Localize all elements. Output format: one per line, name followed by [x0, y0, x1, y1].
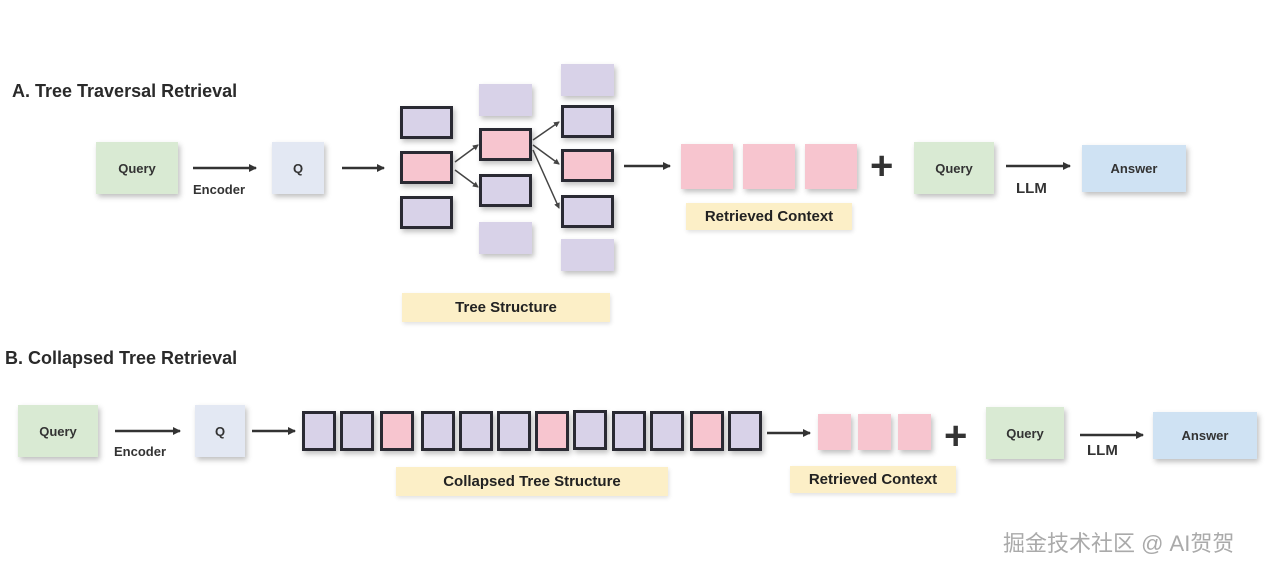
tree-node [400, 196, 453, 229]
retrieved-chunk [805, 144, 857, 189]
tree-node [561, 105, 614, 138]
collapsed-node [302, 411, 336, 451]
plus-icon-b: + [944, 414, 968, 458]
retrieved-chunk [681, 144, 733, 189]
collapsed-node-retrieved [535, 411, 569, 451]
retrieved-context-text-b: Retrieved Context [808, 471, 938, 488]
encoder-label-a: Encoder [193, 182, 246, 197]
answer-box-b: Answer [1153, 412, 1257, 459]
query-label-a2: Query [935, 160, 973, 176]
retrieved-context-text-a: Retrieved Context [704, 208, 834, 225]
retrieved-context-label-a: Retrieved Context [686, 203, 852, 230]
branch-arrow-icon [454, 144, 479, 163]
query-box-a: Query [96, 142, 178, 194]
q-label-b: Q [214, 423, 226, 439]
answer-label-b: Answer [1181, 428, 1229, 443]
collapsed-tree-text: Collapsed Tree Structure [443, 473, 621, 490]
tree-node [479, 222, 532, 254]
collapsed-node [612, 411, 646, 451]
tree-node-retrieved [400, 151, 453, 184]
collapsed-node [573, 410, 607, 450]
answer-box-a: Answer [1082, 145, 1186, 192]
collapsed-node [340, 411, 374, 451]
tree-structure-label: Tree Structure [402, 293, 610, 322]
collapsed-tree-label: Collapsed Tree Structure [396, 467, 668, 496]
query-box-b: Query [18, 405, 98, 457]
tree-node [400, 106, 453, 139]
branch-arrow-icon [532, 149, 560, 209]
tree-node [561, 64, 614, 96]
branch-arrow-icon [532, 121, 560, 141]
tree-structure-text: Tree Structure [455, 299, 557, 316]
branch-arrow-icon [454, 169, 479, 188]
collapsed-node-retrieved [690, 411, 724, 451]
plus-icon: + [870, 144, 894, 188]
q-box-a: Q [272, 142, 324, 194]
q-box-b: Q [195, 405, 245, 457]
retrieved-context-label-b: Retrieved Context [790, 466, 956, 493]
collapsed-node [728, 411, 762, 451]
encoder-label-b: Encoder [114, 444, 167, 459]
tree-node-retrieved [479, 128, 532, 161]
branch-arrow-icon [532, 144, 560, 165]
collapsed-node [650, 411, 684, 451]
collapsed-node-retrieved [380, 411, 414, 451]
retrieved-chunk-b [818, 414, 851, 450]
query-box-a2: Query [914, 142, 994, 194]
query-label-b: Query [39, 423, 77, 439]
retrieved-chunk [743, 144, 795, 189]
q-label-a: Q [292, 160, 304, 176]
query-label-b2: Query [1006, 425, 1044, 441]
section-a-title: A. Tree Traversal Retrieval [12, 81, 238, 101]
collapsed-node [459, 411, 493, 451]
collapsed-node [421, 411, 455, 451]
collapsed-node [497, 411, 531, 451]
query-label-a: Query [118, 160, 156, 176]
query-box-b2: Query [986, 407, 1064, 459]
retrieved-chunk-b [898, 414, 931, 450]
llm-label-b: LLM [1087, 442, 1118, 459]
tree-node [479, 174, 532, 207]
answer-label-a: Answer [1110, 161, 1158, 176]
tree-node-retrieved [561, 149, 614, 182]
tree-node [479, 84, 532, 116]
tree-node [561, 239, 614, 271]
llm-label-a: LLM [1016, 180, 1047, 197]
section-b-title: B. Collapsed Tree Retrieval [5, 348, 238, 368]
retrieved-chunk-b [858, 414, 891, 450]
tree-node [561, 195, 614, 228]
watermark: 掘金技术社区 @ AI贺贺 [1003, 531, 1235, 556]
